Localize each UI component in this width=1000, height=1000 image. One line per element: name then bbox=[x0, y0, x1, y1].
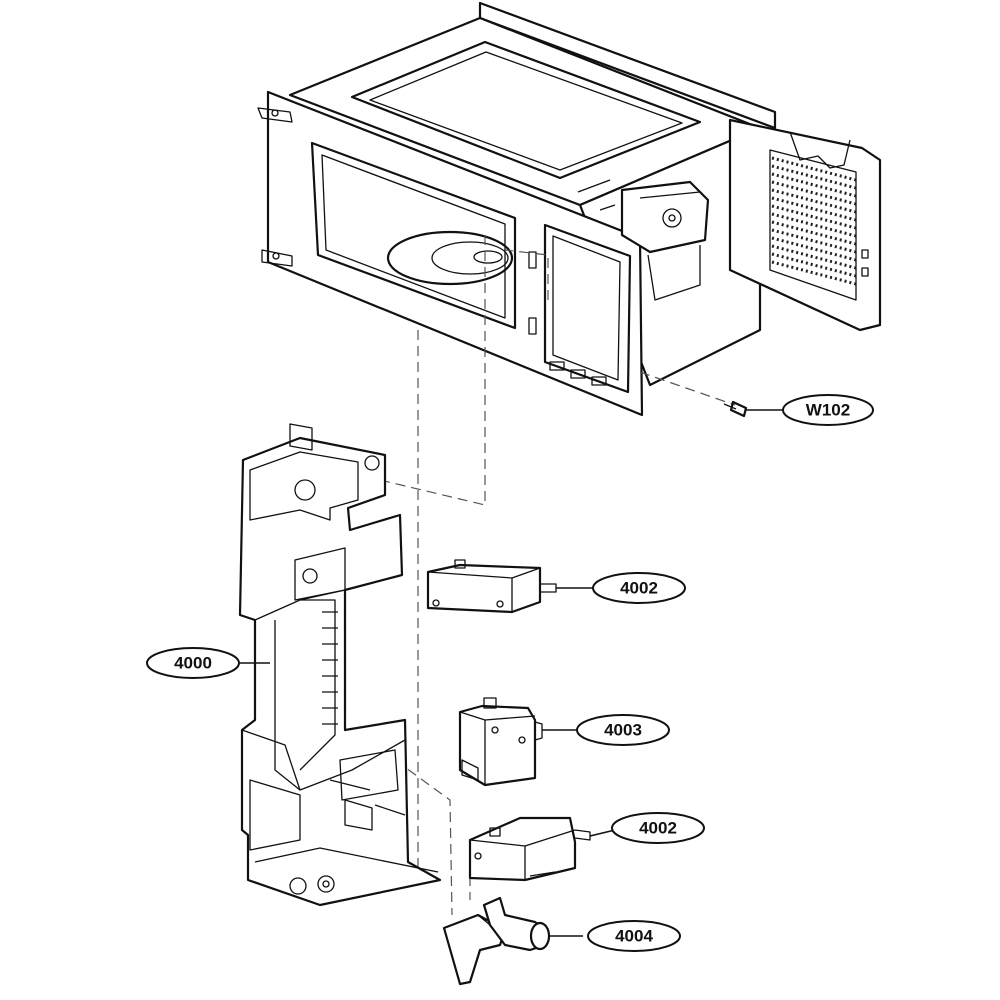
micro-switch-4002-lower bbox=[468, 816, 616, 882]
micro-switch-4002-upper bbox=[426, 559, 593, 614]
callout-w102-text: W102 bbox=[806, 401, 850, 420]
screw-w102 bbox=[723, 400, 782, 418]
alignment-lines bbox=[379, 235, 736, 916]
latch-board-4000 bbox=[238, 423, 442, 907]
callout-w102: W102 bbox=[782, 394, 874, 426]
callout-4004-text: 4004 bbox=[615, 927, 653, 946]
callout-4000-text: 4000 bbox=[174, 654, 212, 673]
micro-switch-4003 bbox=[458, 697, 578, 787]
microwave-cavity-assembly bbox=[257, 1, 882, 417]
interlock-lever-4004 bbox=[442, 896, 583, 986]
callout-4004: 4004 bbox=[587, 920, 681, 952]
callout-4002-lower: 4002 bbox=[611, 812, 705, 844]
callout-4003: 4003 bbox=[576, 714, 670, 746]
callout-4000: 4000 bbox=[146, 647, 240, 679]
callout-4002-lower-text: 4002 bbox=[639, 819, 677, 838]
callout-4003-text: 4003 bbox=[604, 721, 642, 740]
callout-4002-upper-text: 4002 bbox=[620, 579, 658, 598]
callout-4002-upper: 4002 bbox=[592, 572, 686, 604]
ratchet-teeth bbox=[322, 611, 338, 725]
